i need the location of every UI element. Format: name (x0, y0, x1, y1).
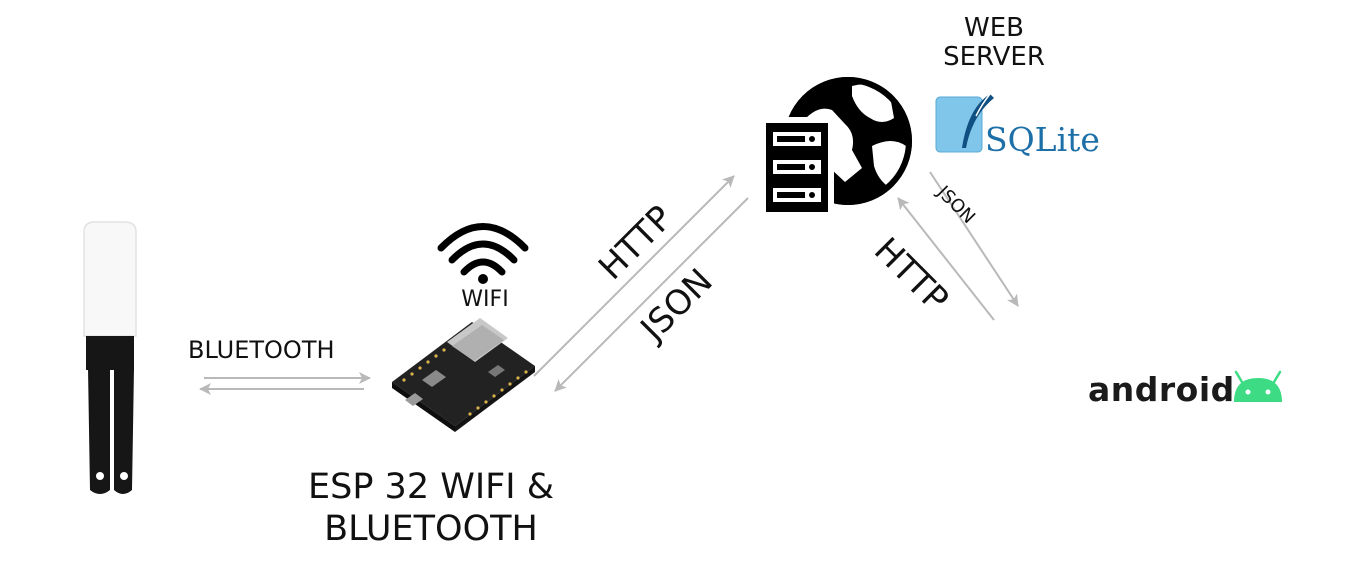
wifi-signal-icon (437, 223, 529, 284)
esp-server-arrows (533, 175, 749, 392)
android-logo-text: android (1088, 370, 1235, 409)
server-rack-icon (760, 117, 834, 217)
bluetooth-arrows (199, 372, 371, 395)
server-android-arrows (897, 171, 1019, 321)
soil-moisture-sensor-icon (83, 221, 137, 494)
esp32-board-icon (392, 318, 535, 432)
wifi-label: WIFI (461, 287, 509, 312)
sqlite-feather-icon (935, 93, 994, 153)
android-robot-icon (1234, 370, 1282, 402)
sqlite-logo-text: SQLite (985, 120, 1100, 159)
esp32-label: ESP 32 WIFI & BLUETOOTH (307, 467, 555, 549)
bluetooth-label: BLUETOOTH (188, 336, 335, 364)
web-server-label: WEB SERVER (943, 13, 1045, 73)
